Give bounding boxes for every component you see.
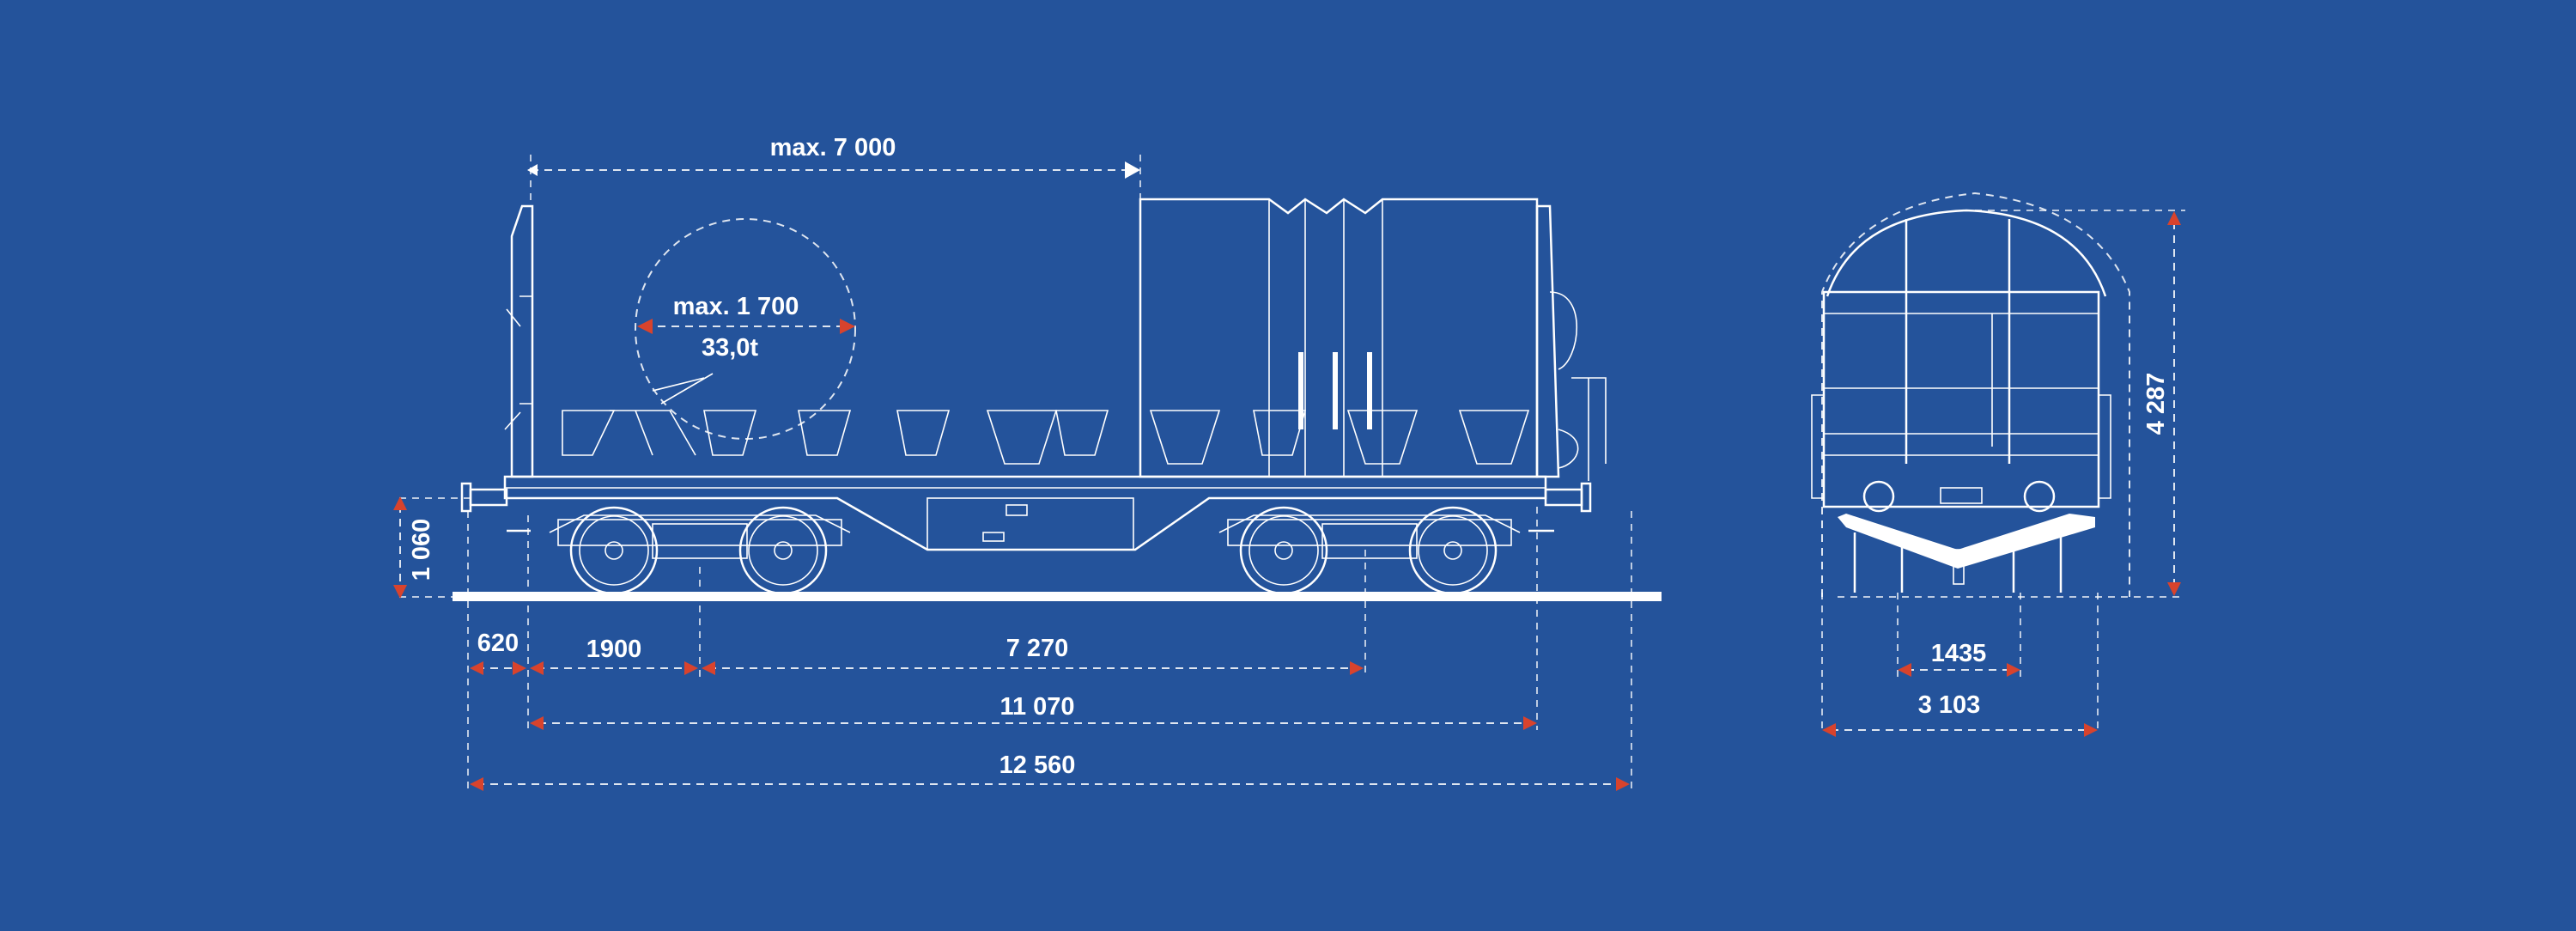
dim-axle-base: 1900 <box>586 636 642 663</box>
dim-coil-weight: 33,0t <box>702 334 758 362</box>
bogie-end <box>1838 514 2095 569</box>
sliding-hood <box>1139 198 1539 478</box>
hood-arc <box>1826 209 2107 297</box>
dim-bogie-distance: 7 270 <box>1006 635 1069 662</box>
rail <box>453 592 1662 601</box>
underframe <box>503 475 1547 551</box>
dim-track-gauge: 1435 <box>1931 640 1987 667</box>
bogie-right <box>1218 506 1521 595</box>
dim-length-headstocks: 11 070 <box>999 693 1074 721</box>
side-view: max. 7 000 max. 1 700 33,0t 1 060 620 19… <box>393 134 1662 791</box>
wagon-body-end <box>1822 290 2100 508</box>
bogie-left <box>549 506 851 595</box>
end-wall-left <box>510 204 534 478</box>
dim-total-height: 4 287 <box>2142 373 2170 435</box>
buffers <box>460 482 1592 532</box>
end-view: 4 287 1435 3 103 <box>1811 192 2185 737</box>
end-wall-right <box>1535 204 1560 478</box>
coil-outline <box>635 218 856 440</box>
dim-coil-diameter: max. 1 700 <box>673 293 799 320</box>
dim-total-width: 3 103 <box>1918 691 1981 719</box>
dim-load-length: max. 7 000 <box>770 134 896 161</box>
dim-buffer-height: 1 060 <box>408 519 435 581</box>
coil-cradles <box>562 373 1530 465</box>
dim-buffer-overhang: 620 <box>477 630 519 657</box>
clearance-outline <box>1821 192 2130 597</box>
dim-length-buffers: 12 560 <box>999 751 1076 779</box>
